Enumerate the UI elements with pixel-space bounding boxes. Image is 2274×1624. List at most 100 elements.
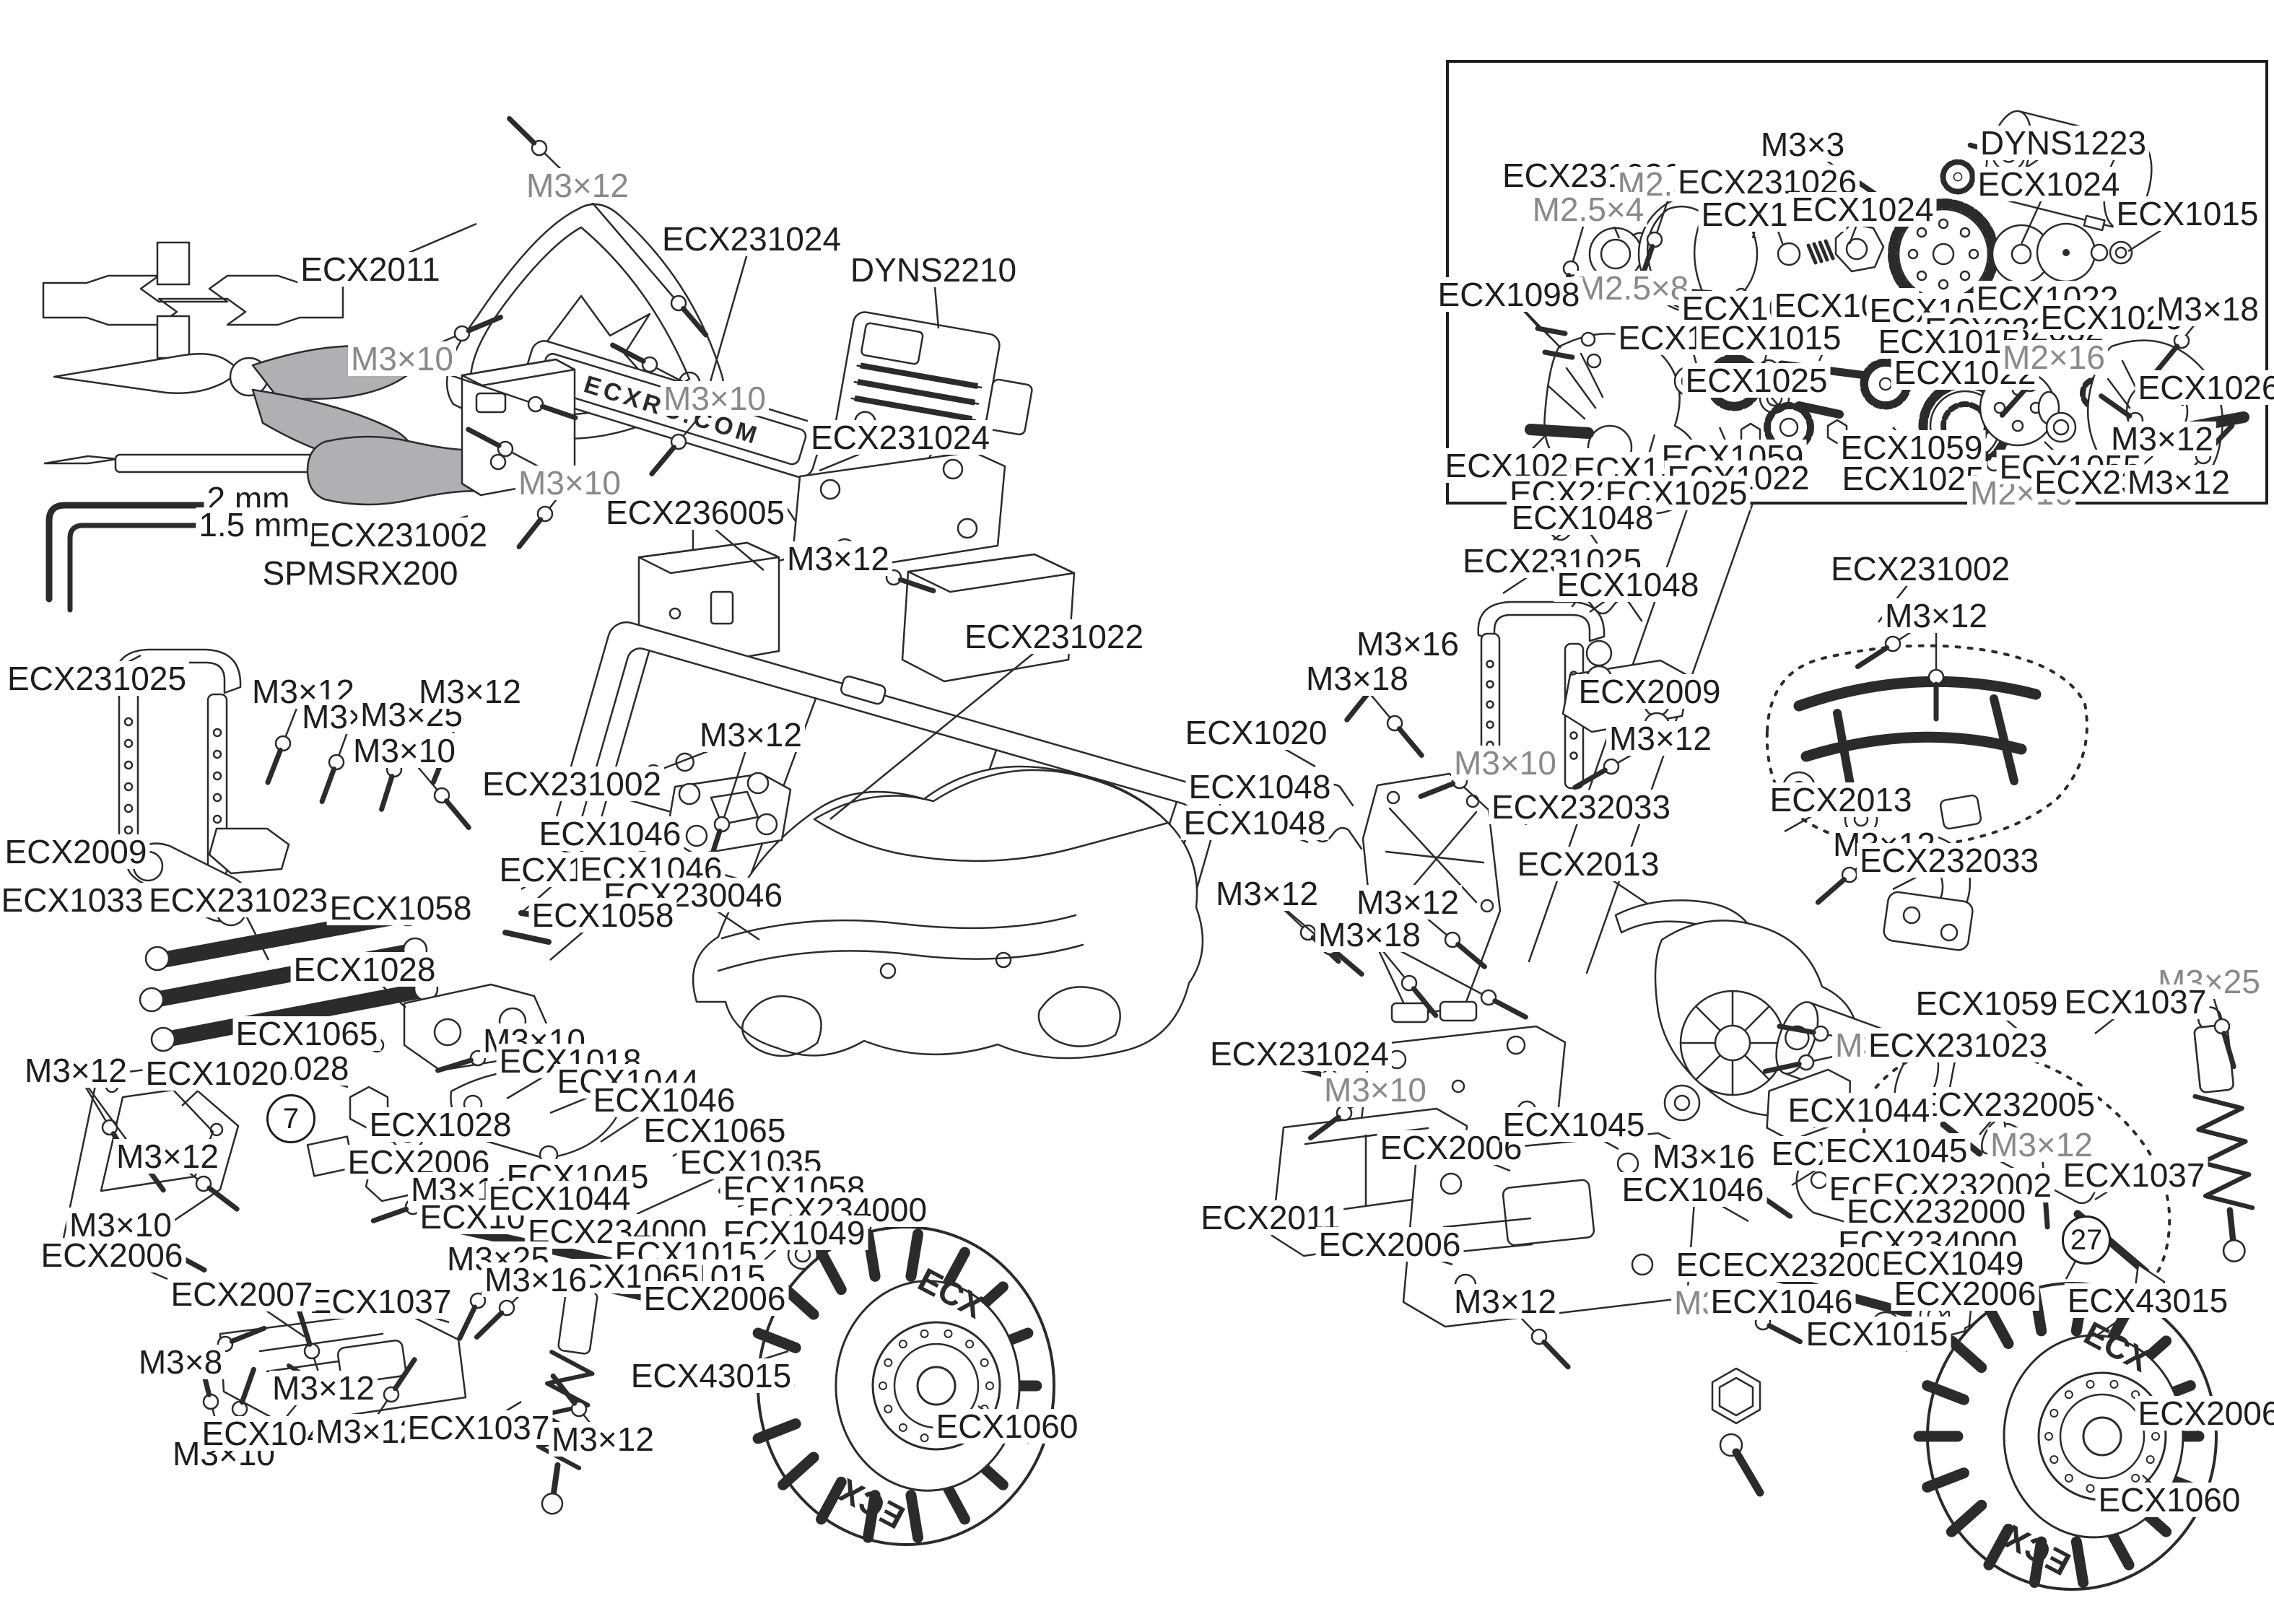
- part-label: M2×16: [2000, 340, 2108, 375]
- hex-keys-icon: [45, 502, 223, 613]
- screw-shaft-icon: [516, 517, 544, 549]
- screw-shaft-icon: [466, 427, 502, 448]
- part-label: M3×12: [549, 1422, 657, 1457]
- cross-wrench-top: [156, 241, 191, 286]
- screw-shaft-icon: [435, 1057, 474, 1073]
- part-label: M3×12: [313, 1414, 421, 1449]
- part-label: ECX2006: [2135, 1396, 2274, 1431]
- screw-shaft-icon: [239, 1366, 256, 1405]
- leader-line: [577, 185, 679, 304]
- part-label: ECX1048: [1554, 567, 1702, 602]
- screw-shaft-icon: [1767, 1323, 1803, 1345]
- part-label: ECX43015: [627, 1358, 795, 1393]
- part-label: ECX232001: [1719, 1247, 1905, 1282]
- screw-shaft-icon: [1855, 645, 1890, 670]
- screw-shaft-icon: [265, 747, 283, 785]
- part-label: M3×16: [482, 1262, 590, 1297]
- part-label: ECX1037: [306, 1284, 455, 1319]
- part-label: ECX1060: [2095, 1483, 2244, 1517]
- body-shell-sketch: [692, 765, 1204, 1060]
- part-label: ECX231023: [1865, 1028, 2051, 1062]
- screw-shaft-icon: [507, 115, 537, 146]
- part-label: ECX1037: [404, 1410, 553, 1445]
- part-label: ECX1065: [232, 1016, 381, 1051]
- part-label: M3×12: [784, 541, 892, 576]
- screw-shaft-icon: [2099, 393, 2133, 419]
- part-label: M3×10: [66, 1208, 175, 1242]
- part-label: ECX1048: [1180, 806, 1329, 840]
- part-label: ECX1060: [933, 1409, 1081, 1444]
- part-label: ECX231024: [807, 420, 993, 455]
- part-label: ECX1049: [1878, 1246, 2027, 1280]
- part-label: M3×12: [22, 1053, 130, 1088]
- part-label: M3×12: [1213, 876, 1321, 911]
- part-label: ECX1048: [1508, 500, 1657, 535]
- part-label: ECX1026: [2135, 370, 2274, 405]
- screw-shaft-icon: [466, 314, 503, 333]
- screw-head-icon: [274, 735, 292, 752]
- part-label: ECX1025: [1839, 461, 1987, 496]
- screw-shaft-icon: [1411, 986, 1439, 1018]
- part-label: M3×16: [1650, 1139, 1758, 1174]
- part-label: ECX231024: [1206, 1036, 1393, 1071]
- part-label: M3×12: [2125, 465, 2233, 499]
- screw-shaft-icon: [1762, 1061, 1802, 1074]
- screw-shaft-icon: [2152, 344, 2180, 376]
- part-label: ECX2013: [1767, 782, 1915, 817]
- fender-opening: [741, 995, 822, 1057]
- circled-step-number: 27: [2062, 1215, 2111, 1265]
- part-label: ECX232033: [1856, 843, 2042, 878]
- part-label: ECX231025: [4, 661, 190, 696]
- part-label: ECX1058: [326, 891, 475, 925]
- part-label: M3×12: [269, 1371, 378, 1405]
- part-label: M3×10: [515, 466, 624, 500]
- screw-head-icon: [1603, 758, 1620, 775]
- screw-shaft-icon: [297, 1309, 313, 1347]
- part-label: M3×10: [348, 341, 456, 376]
- screw-shaft-icon: [610, 342, 646, 364]
- part-label: ECX1026: [2037, 300, 2186, 335]
- part-label: ECX1015: [1875, 324, 2023, 359]
- part-label: ECX2009: [1, 834, 150, 869]
- screw-shaft-icon: [1999, 386, 2028, 418]
- part-label: ECX1020: [1182, 715, 1330, 750]
- part-label: ECX1015: [2113, 196, 2262, 231]
- part-label: ECX232000: [1843, 1194, 2029, 1228]
- screw-shaft-icon: [1777, 1023, 1816, 1035]
- rear-end-sketch: [966, 524, 2258, 1497]
- screw-shaft-icon: [206, 1185, 240, 1212]
- steering-top-plate: [665, 772, 792, 856]
- screw-shaft-icon: [1815, 877, 1847, 905]
- screw-head-icon: [1480, 989, 1497, 1006]
- part-label: ECX2006: [1315, 1227, 1464, 1262]
- part-label: ECX1015: [1696, 320, 1844, 355]
- part-label: ECX236005: [602, 495, 788, 530]
- screw-head-icon: [497, 440, 514, 458]
- part-label: ECX1046: [1707, 1284, 1856, 1319]
- part-label: DYNS2210: [847, 253, 1020, 287]
- screw-shaft-icon: [1455, 941, 1487, 969]
- part-label: M3×10: [661, 381, 769, 416]
- part-label: ECX232005: [1912, 1087, 2099, 1122]
- screw-shaft-icon: [1418, 781, 1456, 799]
- part-label: ECX2009: [1575, 674, 1724, 709]
- part-label: ECX232033: [1488, 790, 1674, 824]
- part-label: ECX231026: [1674, 165, 1860, 199]
- part-label: ECX43015: [2064, 1283, 2231, 1318]
- screw-shaft-icon: [379, 774, 395, 812]
- part-label: M3×12: [1882, 598, 1990, 633]
- screw-shaft-icon: [393, 1357, 417, 1392]
- part-label: ECX1028: [290, 952, 439, 987]
- circled-step-number: 7: [266, 1094, 315, 1143]
- part-label: ECX1024: [1788, 192, 1937, 227]
- screw-shaft-icon: [2221, 1031, 2236, 1070]
- part-label: ECX231022: [961, 619, 1147, 654]
- part-label: ECX2007: [167, 1277, 316, 1311]
- part-label: ECX231024: [658, 222, 845, 256]
- part-label: M3×18: [1303, 661, 1411, 696]
- part-label: ECX1020: [142, 1056, 291, 1091]
- part-label: M3×12: [1987, 1127, 2096, 1162]
